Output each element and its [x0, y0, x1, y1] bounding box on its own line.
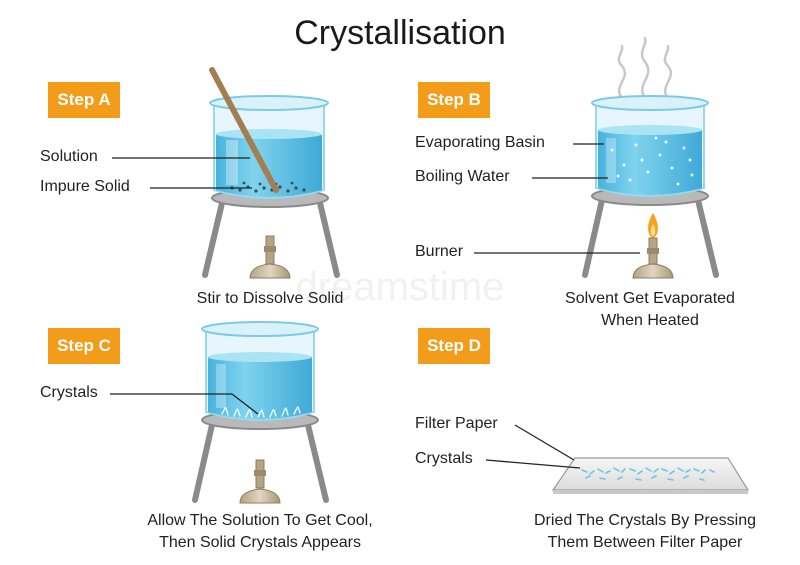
- crystals-on-paper: [581, 467, 715, 481]
- label-crystals-d: Crystals: [415, 450, 473, 467]
- caption-step-d: Dried The Crystals By Pressing Them Betw…: [500, 510, 790, 554]
- label-evaporating-basin: Evaporating Basin: [415, 134, 545, 151]
- step-c-badge: Step C: [48, 328, 120, 364]
- diagram-title: Crystallisation: [294, 14, 506, 52]
- caption-step-b-line2: When Heated: [601, 312, 699, 329]
- step-b-badge: Step B: [418, 82, 490, 118]
- tripod-stand-c: [192, 422, 329, 503]
- caption-step-b-line1: Solvent Get Evaporated: [565, 290, 735, 307]
- burner-a: [249, 235, 291, 279]
- evaporating-basin: [591, 95, 709, 197]
- burner-c: [239, 459, 281, 504]
- label-crystals-c: Crystals: [40, 384, 98, 401]
- watermark-text: dreamstime: [296, 265, 505, 309]
- step-a-badge: Step A: [48, 82, 120, 118]
- filter-paper: [551, 457, 750, 494]
- beaker-c: [201, 321, 319, 421]
- caption-step-b: Solvent Get Evaporated When Heated: [530, 288, 770, 332]
- steam-icon: [617, 36, 673, 100]
- label-burner: Burner: [415, 243, 464, 260]
- step-d-apparatus: [485, 424, 750, 494]
- step-b-apparatus: [474, 36, 719, 279]
- label-solution: Solution: [40, 148, 98, 165]
- caption-step-a: Stir to Dissolve Solid: [196, 290, 344, 307]
- step-c-apparatus: [110, 321, 329, 504]
- label-filter-paper: Filter Paper: [415, 415, 498, 432]
- caption-step-c: Allow The Solution To Get Cool, Then Sol…: [110, 510, 410, 554]
- caption-step-c-line1: Allow The Solution To Get Cool,: [147, 512, 373, 529]
- beaker-a: [209, 67, 329, 199]
- caption-step-d-line2: Them Between Filter Paper: [547, 534, 743, 551]
- caption-step-d-line1: Dried The Crystals By Pressing: [534, 512, 756, 529]
- step-d-badge: Step D: [418, 328, 490, 364]
- caption-step-c-line2: Then Solid Crystals Appears: [159, 534, 361, 551]
- step-a-apparatus: [112, 67, 340, 279]
- burner-b: [632, 213, 674, 279]
- label-boiling-water: Boiling Water: [415, 168, 510, 185]
- tripod-stand-b: [582, 197, 719, 278]
- tripod-stand-a: [202, 200, 340, 278]
- label-impure-solid: Impure Solid: [40, 178, 130, 195]
